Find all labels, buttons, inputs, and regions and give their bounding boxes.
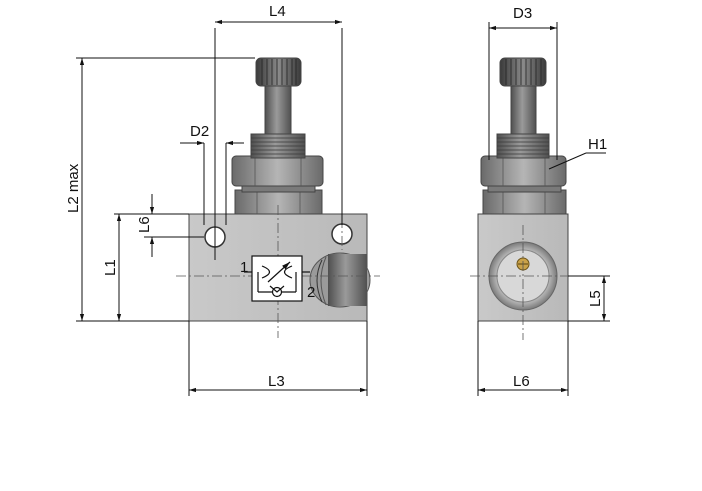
dim-label-D3: D3	[513, 5, 532, 22]
side-port	[309, 252, 371, 308]
dim-label-L1: L1	[102, 259, 119, 276]
dim-label-H1: H1	[588, 136, 607, 153]
dim-label-L6-left: L6	[136, 216, 153, 233]
knurled-knob	[255, 57, 302, 87]
dim-label-L2max: L2 max	[65, 163, 82, 213]
dim-label-L5: L5	[587, 290, 604, 307]
dim-label-D2: D2	[190, 123, 209, 140]
side-lock-nut	[480, 155, 567, 187]
dim-label-L3: L3	[268, 373, 285, 390]
spindle-shaft	[264, 83, 292, 135]
base-block	[234, 189, 323, 215]
front-view: 1 2 L4 D2 L6 L2 max L1 L3	[65, 3, 380, 396]
side-view: D3 H1 L6 L5	[470, 5, 610, 396]
lock-nut	[231, 155, 324, 187]
dim-label-L6-bottom: L6	[513, 373, 530, 390]
throttle-check-valve-icon	[244, 255, 310, 302]
port-label-2: 2	[307, 284, 315, 301]
port-label-1: 1	[240, 259, 248, 276]
dim-label-L4: L4	[269, 3, 286, 20]
side-knurled-knob	[499, 57, 547, 87]
